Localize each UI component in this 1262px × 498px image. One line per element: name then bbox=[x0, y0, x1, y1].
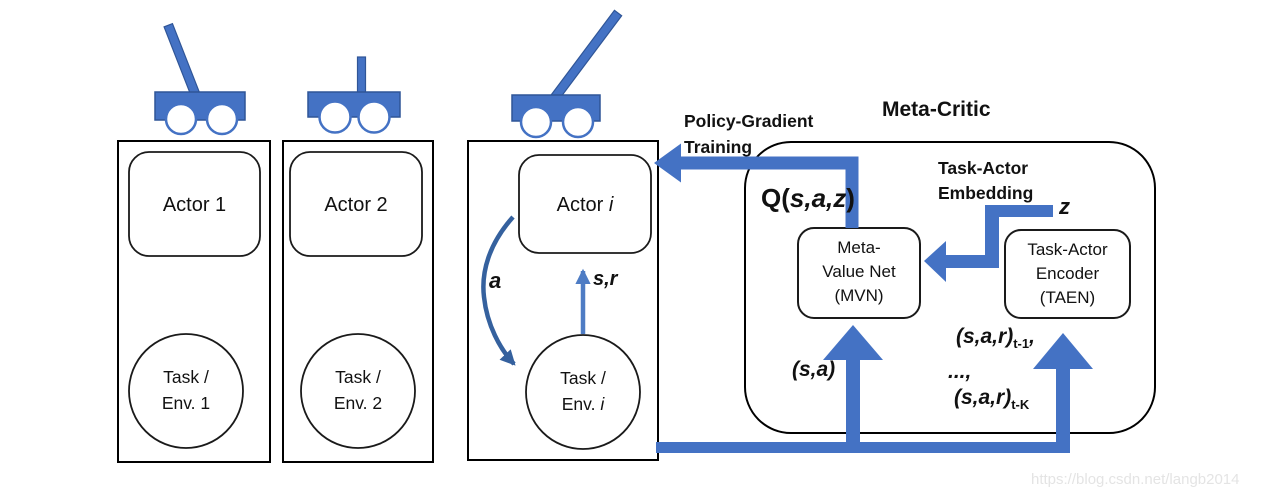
z-arrow-top-bar bbox=[985, 205, 1053, 217]
mvn-line3: (MVN) bbox=[834, 286, 884, 305]
env-2-node bbox=[300, 333, 416, 449]
task-actor-embedding-label: Task-Actor Embedding bbox=[938, 156, 1033, 206]
task-actor-embedding-line2: Embedding bbox=[938, 183, 1034, 203]
policy-gradient-line2: Training bbox=[684, 137, 753, 157]
cart-i-pole bbox=[548, 9, 623, 104]
actor-i-prefix: Actor bbox=[556, 194, 609, 216]
actor-1-label: Actor 1 bbox=[162, 194, 227, 216]
mvn-line1: Meta- bbox=[837, 238, 881, 257]
sa-label: (s,a) bbox=[792, 358, 836, 381]
replay-pipe bbox=[656, 442, 1070, 453]
action-arrow bbox=[481, 215, 516, 366]
mvn-input-head bbox=[823, 325, 883, 360]
env-1-label: Task / Env. 1 bbox=[129, 364, 243, 416]
mvn-node bbox=[797, 227, 921, 319]
env-i-line2-prefix: Env. bbox=[561, 394, 601, 414]
env-1-line1: Task / bbox=[163, 367, 209, 387]
cart-i-wheel-left bbox=[519, 105, 553, 139]
taen-node bbox=[1004, 229, 1131, 319]
env-1-line2: Env. 1 bbox=[161, 393, 211, 413]
ellipsis-label: ..., bbox=[948, 360, 972, 383]
cartpole-i-icon bbox=[511, 9, 623, 139]
q-args: s,a,z bbox=[789, 183, 847, 213]
sar-t1-trail: , bbox=[1029, 325, 1035, 348]
z-label: z bbox=[1059, 194, 1070, 219]
sar-t1-sub: t-1 bbox=[1013, 336, 1030, 351]
env-i-line1: Task / bbox=[560, 368, 606, 388]
policy-gradient-label: Policy-Gradient Training bbox=[684, 108, 813, 160]
sar-t1-label: (s,a,r)t-1, bbox=[956, 325, 1035, 351]
actor-2-node bbox=[289, 151, 423, 257]
env-1-node bbox=[128, 333, 244, 449]
z-arrow-vertical-bar bbox=[985, 205, 999, 268]
q-suffix: ) bbox=[846, 183, 855, 213]
sar-t1-base: (s,a,r) bbox=[956, 325, 1014, 348]
taen-line2: Encoder bbox=[1035, 264, 1100, 283]
env-i-line2-italic: i bbox=[600, 394, 605, 414]
env-2-line1: Task / bbox=[335, 367, 381, 387]
taen-line3: (TAEN) bbox=[1039, 288, 1096, 307]
z-embedding-arrow bbox=[924, 205, 1053, 282]
env-i-line2: Env. i bbox=[526, 391, 640, 417]
env-i-label: Task / Env. i bbox=[526, 365, 640, 417]
mvn-label: Meta- Value Net (MVN) bbox=[798, 236, 920, 308]
cart-2-pole bbox=[356, 56, 367, 96]
cart-1-pole bbox=[163, 22, 201, 99]
state-reward-label: s,r bbox=[593, 268, 618, 290]
sar-tk-base: (s,a,r) bbox=[954, 386, 1012, 409]
mvn-line2: Value Net bbox=[822, 262, 896, 281]
taen-input-arrow bbox=[1033, 333, 1093, 453]
actor-i-label: Actor i bbox=[519, 194, 651, 217]
cart-2-wheel-right bbox=[357, 100, 391, 134]
env-2-label: Task / Env. 2 bbox=[301, 364, 415, 416]
cartpole-2-icon bbox=[307, 56, 401, 134]
taen-input-head bbox=[1033, 333, 1093, 369]
z-arrow-head bbox=[924, 241, 946, 282]
taen-line1: Task-Actor bbox=[1027, 240, 1108, 259]
q-value-label: Q(s,a,z) bbox=[761, 183, 855, 214]
actor-i-italic: i bbox=[608, 194, 614, 216]
actor-2-label: Actor 2 bbox=[324, 194, 388, 216]
mvn-input-shaft bbox=[846, 356, 860, 453]
actor-i-node bbox=[518, 154, 652, 254]
meta-critic-title: Meta-Critic bbox=[882, 98, 991, 121]
action-label: a bbox=[489, 268, 502, 293]
z-arrow-bottom-bar bbox=[944, 255, 999, 268]
watermark: https://blog.csdn.net/langb2014 bbox=[1031, 471, 1240, 488]
cart-i-wheel-right bbox=[561, 105, 595, 139]
env-2-line2: Env. 2 bbox=[333, 393, 383, 413]
policy-gradient-arrow bbox=[654, 143, 859, 228]
cartpole-1-icon bbox=[154, 22, 246, 136]
mvn-input-arrow bbox=[823, 325, 883, 453]
taen-label: Task-Actor Encoder (TAEN) bbox=[1005, 238, 1130, 310]
cart-2-wheel-left bbox=[318, 100, 352, 134]
sar-tk-label: (s,a,r)t-K bbox=[954, 386, 1029, 412]
taen-input-shaft bbox=[1056, 364, 1070, 453]
cart-1-wheel-right bbox=[205, 102, 239, 136]
q-prefix: Q( bbox=[761, 183, 790, 213]
task-actor-embedding-line1: Task-Actor bbox=[938, 158, 1029, 178]
env-i-node bbox=[525, 334, 641, 450]
policy-gradient-line1: Policy-Gradient bbox=[684, 111, 814, 131]
sar-tk-sub: t-K bbox=[1011, 397, 1030, 412]
actor-1-node bbox=[128, 151, 261, 257]
cart-1-wheel-left bbox=[164, 102, 198, 136]
